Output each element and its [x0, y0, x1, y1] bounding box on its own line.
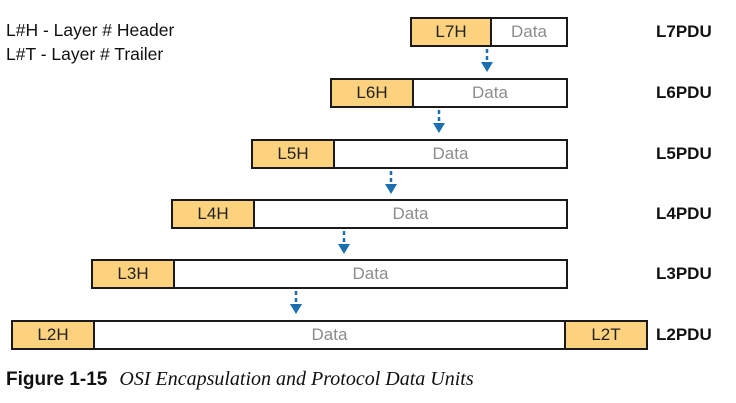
- data-l4: Data: [392, 204, 429, 223]
- data-l5: Data: [432, 144, 469, 163]
- pdu-label-l7: L7PDU: [656, 22, 712, 41]
- pdu-label-l2: L2PDU: [656, 325, 712, 344]
- pdu-box-l7: L7H Data: [410, 17, 568, 47]
- figure-caption: Figure 1-15 OSI Encapsulation and Protoco…: [6, 368, 474, 391]
- pdu-box-l5: L5H Data: [251, 139, 568, 169]
- header-l7: L7H: [412, 19, 492, 45]
- pdu-label-l3: L3PDU: [656, 264, 712, 283]
- arrow-down-icon: [385, 171, 397, 194]
- header-l2: L2H: [13, 322, 95, 348]
- data-l7: Data: [511, 22, 547, 41]
- trailer-l2: L2T: [564, 322, 646, 348]
- data-l6: Data: [472, 83, 508, 102]
- arrow-down-icon: [290, 291, 302, 314]
- header-l4: L4H: [173, 201, 255, 227]
- header-l6: L6H: [332, 80, 414, 106]
- pdu-box-l6: L6H Data: [330, 78, 568, 108]
- data-l2: Data: [311, 325, 348, 344]
- data-l3: Data: [352, 264, 389, 283]
- figure-number: Figure 1-15: [6, 369, 108, 390]
- figure-title: OSI Encapsulation and Protocol Data Unit…: [119, 368, 474, 390]
- legend-header-definition: L#H - Layer # Header: [6, 20, 175, 40]
- arrow-down-icon: [481, 49, 493, 72]
- pdu-label-l4: L4PDU: [656, 204, 712, 223]
- pdu-box-l3: L3H Data: [91, 259, 568, 289]
- arrow-down-icon: [338, 231, 350, 254]
- pdu-box-l2: L2H Data L2T: [11, 320, 648, 350]
- header-l5: L5H: [253, 141, 335, 167]
- arrow-down-icon: [433, 110, 445, 133]
- pdu-label-l5: L5PDU: [656, 144, 712, 163]
- pdu-box-l4: L4H Data: [171, 199, 568, 229]
- header-l3: L3H: [93, 261, 175, 287]
- legend-trailer-definition: L#T - Layer # Trailer: [6, 44, 164, 64]
- pdu-label-l6: L6PDU: [656, 83, 712, 102]
